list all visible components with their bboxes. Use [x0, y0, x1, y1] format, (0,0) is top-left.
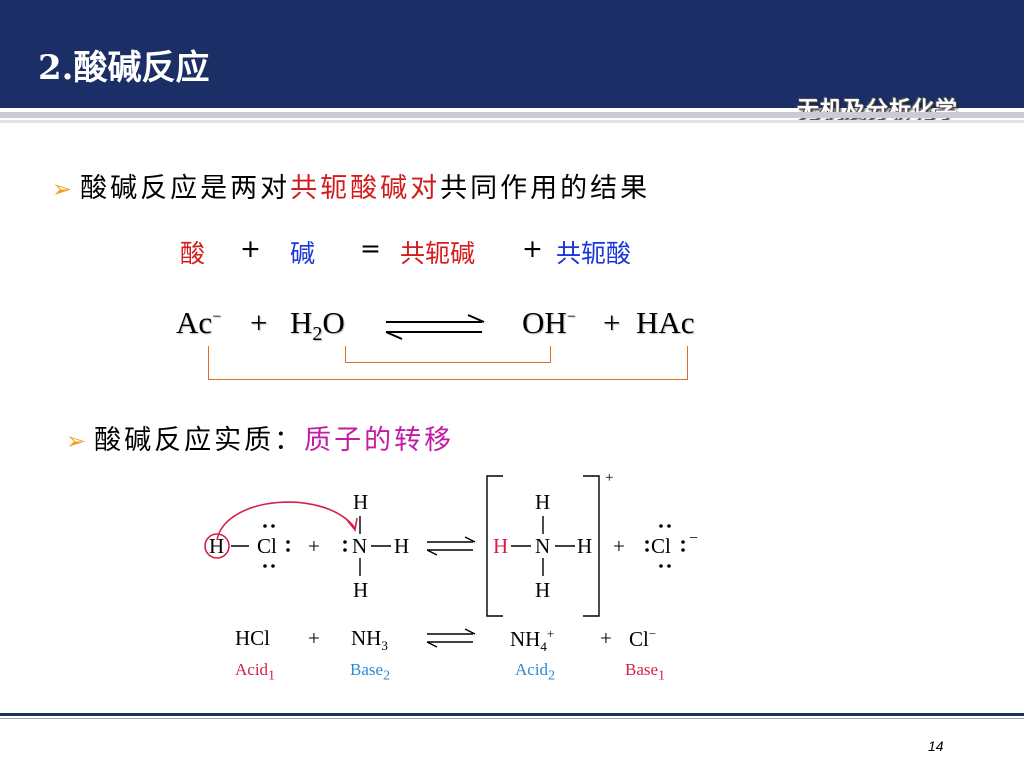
word-conjugate-acid: 共轭酸 [556, 239, 632, 268]
conjugate-pair-bracket-outer [208, 346, 688, 380]
bullet-arrow-icon: ➢ [66, 427, 87, 455]
bullet2-prefix: 酸碱反应实质： [94, 425, 305, 456]
bullet1-highlight: 共轭酸碱对 [290, 173, 441, 204]
word-equals: = [360, 234, 381, 263]
conjugate-pair-bracket-inner [345, 346, 551, 363]
slide-header: 2.酸碱反应 无机及分析化学 [0, 0, 1024, 123]
atom-h-right-ammonium: H [577, 534, 593, 558]
formula-plus-2: + [603, 305, 621, 340]
atom-n: N [352, 534, 368, 558]
atom-h-circled: H [209, 534, 225, 558]
atom-h-bottom-ammonium: H [535, 578, 551, 602]
figure-lines [204, 475, 685, 648]
footer-divider-light [0, 718, 1024, 719]
proton-transfer-figure: H Cl + N H H H H N H H H + + Cl − HCl + … [195, 468, 725, 693]
bullet-conjugate-pairs: ➢酸碱反应是两对共轭酸碱对共同作用的结果 [52, 166, 650, 205]
page-number: 14 [928, 738, 944, 754]
atom-cl: Cl [257, 534, 277, 558]
course-name-logo: 无机及分析化学 [796, 98, 958, 123]
atom-h-bottom: H [353, 578, 369, 602]
figure-plus-1: + [308, 534, 320, 558]
formula-acetic-acid: HAc [636, 305, 695, 340]
bullet2-highlight: 质子的转移 [304, 425, 455, 456]
atom-h-right: H [394, 534, 410, 558]
eq-cl: Cl− [629, 626, 657, 651]
word-plus-2: + [522, 234, 543, 263]
word-conjugate-base: 共轭碱 [400, 239, 476, 268]
bullet1-suffix: 共同作用的结果 [440, 173, 651, 204]
formula-hydroxide: OH− [522, 305, 576, 340]
eq-nh4: NH4+ [510, 626, 555, 655]
word-acid: 酸 [180, 239, 206, 268]
slide-title: 2.酸碱反应 [38, 48, 210, 88]
eq-plus-1: + [308, 626, 320, 650]
footer-divider [0, 713, 1024, 716]
eq-plus-2: + [600, 626, 612, 650]
formula-plus-1: + [250, 305, 268, 340]
formula-water: H2O [290, 305, 345, 346]
label-base1: Base1 [625, 660, 666, 684]
word-base: 碱 [290, 239, 316, 268]
label-acid2: Acid2 [515, 660, 556, 684]
eq-hcl: HCl [235, 626, 271, 650]
complex-charge: + [605, 470, 614, 486]
cl-ion-charge: − [689, 530, 699, 547]
bullet1-prefix: 酸碱反应是两对 [80, 173, 291, 204]
bullet-arrow-icon: ➢ [52, 175, 73, 203]
formula-acetate: Ac− [176, 305, 222, 340]
figure-plus-2: + [613, 534, 625, 558]
atom-n-ammonium: N [535, 534, 551, 558]
atom-h-top-ammonium: H [535, 490, 551, 514]
label-base2: Base2 [350, 660, 391, 684]
atom-h-transferred: H [493, 534, 509, 558]
atom-h-top: H [353, 490, 369, 514]
word-plus-1: + [240, 234, 261, 263]
equilibrium-arrow-icon [385, 314, 485, 340]
header-divider-light [0, 120, 1024, 123]
header-divider [0, 112, 1024, 118]
label-acid1: Acid1 [235, 660, 276, 684]
bullet-proton-transfer: ➢酸碱反应实质：质子的转移 [66, 418, 454, 457]
atom-cl-ion: Cl [651, 534, 671, 558]
eq-nh3: NH3 [351, 626, 388, 654]
